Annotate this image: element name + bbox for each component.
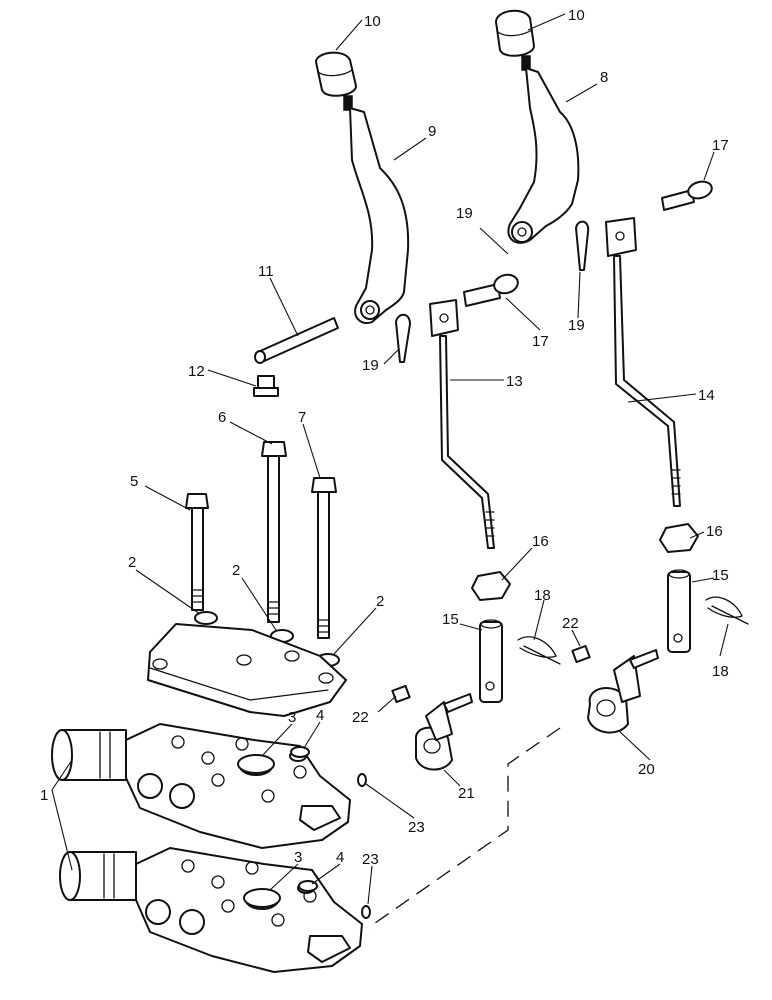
callout-12: 12 xyxy=(188,363,205,380)
leader-lines xyxy=(51,13,729,905)
callout-17b: 17 xyxy=(532,333,549,350)
lever-right xyxy=(507,67,580,244)
callout-7: 7 xyxy=(298,409,306,426)
seal-23-lower xyxy=(361,905,371,919)
callout-2a: 2 xyxy=(128,554,136,571)
o-ring-3-lower xyxy=(243,888,281,908)
control-rod-13 xyxy=(429,299,495,549)
grub-screw-right xyxy=(571,644,591,664)
callout-8: 8 xyxy=(600,69,608,86)
nut-left xyxy=(471,571,511,601)
coupler-left xyxy=(479,619,503,703)
crank-21 xyxy=(414,693,473,771)
callout-17a: 17 xyxy=(712,137,729,154)
lever-right-eye xyxy=(511,221,533,243)
assembly-line xyxy=(367,727,561,929)
callout-19c: 19 xyxy=(362,357,379,374)
nut-right xyxy=(659,523,699,553)
clevis-pin-upper xyxy=(661,180,713,211)
set-screw xyxy=(253,375,279,397)
clevis-pin-lower xyxy=(463,273,519,307)
callout-23b: 23 xyxy=(362,851,379,868)
cover-plate xyxy=(147,623,347,717)
callout-22a: 22 xyxy=(352,709,369,726)
callout-19b: 19 xyxy=(568,317,585,334)
callout-9: 9 xyxy=(428,123,436,140)
callout-labels: 1 2 2 2 3 3 4 4 5 6 7 8 9 10 10 11 12 13… xyxy=(40,7,729,868)
o-ring-3-upper xyxy=(237,754,275,774)
callout-2b: 2 xyxy=(232,562,240,579)
callout-20: 20 xyxy=(638,761,655,778)
bolt-5 xyxy=(185,493,209,611)
bolt-7 xyxy=(311,477,337,639)
spring-clip-left xyxy=(517,636,561,665)
callout-3a: 3 xyxy=(288,709,296,726)
callout-10b: 10 xyxy=(568,7,585,24)
callout-6: 6 xyxy=(218,409,226,426)
callout-5: 5 xyxy=(130,473,138,490)
callout-1: 1 xyxy=(40,787,48,804)
grub-screw-left xyxy=(391,684,411,704)
valve-section-upper xyxy=(51,723,351,849)
callout-4b: 4 xyxy=(336,849,344,866)
seal-23-upper xyxy=(357,773,367,787)
callout-18b: 18 xyxy=(712,663,729,680)
callout-2c: 2 xyxy=(376,593,384,610)
spring-clip-right xyxy=(705,596,749,625)
callout-16a: 16 xyxy=(532,533,549,550)
callout-15b: 15 xyxy=(712,567,729,584)
callout-19a: 19 xyxy=(456,205,473,222)
callout-13: 13 xyxy=(506,373,523,390)
pivot-pin xyxy=(254,317,339,364)
lever-left xyxy=(349,107,410,324)
crank-20 xyxy=(587,649,659,734)
callout-18a: 18 xyxy=(534,587,551,604)
callout-15a: 15 xyxy=(442,611,459,628)
lever-left-eye xyxy=(360,300,380,320)
cotter-pin-b xyxy=(395,313,411,363)
knob-left xyxy=(315,51,357,111)
callout-16b: 16 xyxy=(706,523,723,540)
valve-section-lower xyxy=(59,847,363,973)
callout-10a: 10 xyxy=(364,13,381,30)
o-ring-4-upper xyxy=(290,746,310,758)
control-rod-14 xyxy=(605,217,681,507)
washer-a xyxy=(194,611,218,625)
cotter-pin-a xyxy=(575,220,590,271)
callout-11: 11 xyxy=(258,263,274,280)
callout-4a: 4 xyxy=(316,707,324,724)
callout-21: 21 xyxy=(458,785,475,802)
callout-22b: 22 xyxy=(562,615,579,632)
callout-3b: 3 xyxy=(294,849,302,866)
callout-14: 14 xyxy=(698,387,715,404)
coupler-right xyxy=(667,569,691,653)
bolt-6 xyxy=(261,441,287,623)
knob-right xyxy=(495,9,535,71)
callout-23a: 23 xyxy=(408,819,425,836)
